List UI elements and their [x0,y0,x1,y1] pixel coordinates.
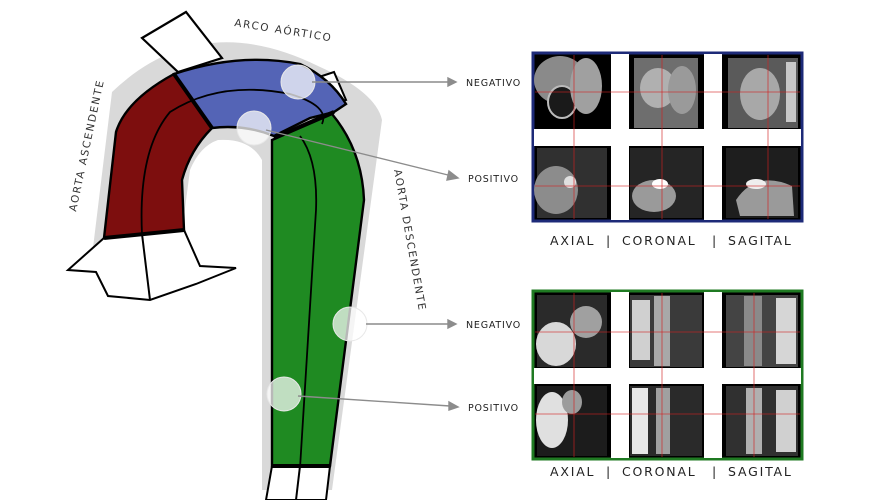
callout-label-desc-positive: POSITIVO [468,403,519,414]
label-arco-aortico: ARCO AÓRTICO [234,16,334,44]
ascending-boundary [103,228,185,240]
top-label-coronal: CORONAL [622,233,697,248]
ct-bottom-coronal-negative [630,295,702,367]
ct-top-coronal-bottom [630,148,702,218]
bottom-label-coronal: CORONAL [622,464,697,479]
top-label-sagital: SAGITAL [728,233,793,248]
ct-bottom-sagital-positive [726,386,798,456]
descending-outlet [264,464,332,500]
spot-desc-negative [332,306,368,342]
ct-top-coronal-negative [634,58,698,128]
descending-aorta-segment [270,112,366,468]
ct-panel-bottom [531,289,804,461]
measurement-spots [236,64,368,412]
top-separator-1: | [606,233,612,248]
ct-bottom-crosshairs [535,293,800,457]
ct-bottom-axial-negative [536,295,607,367]
ct-panel-bottom-labels: AXIAL | CORONAL | SAGITAL [550,464,793,479]
spot-desc-positive [266,376,302,412]
bottom-separator-2: | [712,464,718,479]
ct-bottom-sagital-negative [726,295,798,367]
spot-arch-positive [236,110,272,146]
ct-bottom-axial-positive [536,386,607,456]
bottom-label-sagital: SAGITAL [728,464,793,479]
top-separator-2: | [712,233,718,248]
ct-top-sagital-bottom [726,148,798,218]
ct-top-crosshairs [535,55,800,219]
bottom-label-axial: AXIAL [550,464,595,479]
aortic-root [65,228,237,302]
ct-bottom-coronal-positive [630,386,702,456]
ct-top-axial-bottom [534,148,607,218]
spot-arch-negative [280,64,316,100]
callout-arrows [265,76,460,411]
lumen-lines [140,88,325,469]
ct-top-sagital-negative [728,58,798,128]
arch-boundary-right [273,110,335,140]
ct-panel-top [531,51,804,223]
callout-label-arch-positive: POSITIVO [468,174,519,185]
callout-label-desc-negative: NEGATIVO [466,320,521,331]
callout-label-arch-negative: NEGATIVO [466,78,521,89]
bottom-separator-1: | [606,464,612,479]
arch-boundary-left [172,72,214,130]
label-aorta-descendente: AORTA DESCENDENTE [391,168,428,312]
top-label-axial: AXIAL [550,233,595,248]
ct-panel-top-labels: AXIAL | CORONAL | SAGITAL [550,233,793,248]
